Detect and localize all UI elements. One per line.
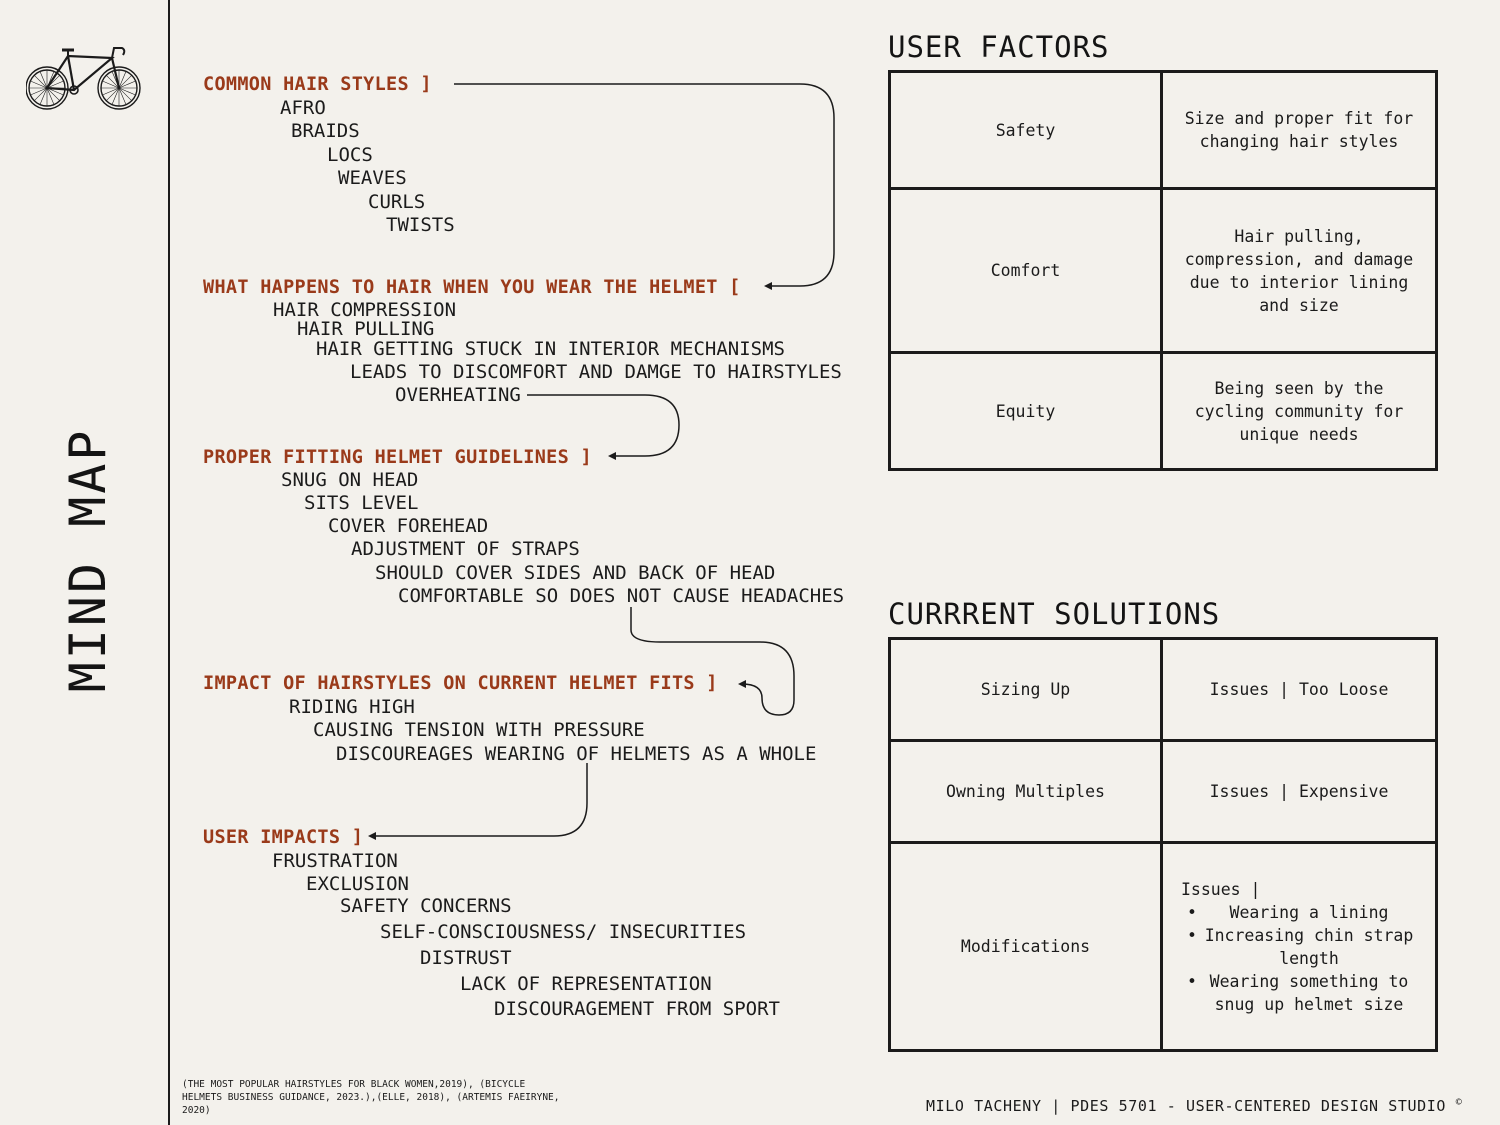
arrowhead-icon [764,282,772,290]
user-factors-title: USER FACTORS [888,30,1110,64]
mindmap-heading-hair-effects: WHAT HAPPENS TO HAIR WHEN YOU WEAR THE H… [203,277,741,298]
solution-cell: Sizing Up [888,637,1163,742]
list-item: OVERHEATING [395,384,521,406]
factor-cell: Equity [888,351,1163,471]
page-title: MIND MAP [59,427,117,693]
sidebar: MIND MAP [0,0,170,1125]
arrowhead-icon [608,452,616,460]
issue-cell: Issues | Expensive [1160,739,1438,844]
factor-cell: Comfort [888,187,1163,354]
user-factors-table: Safety Size and proper fit for changing … [888,70,1438,471]
list-item: DISTRUST [420,947,512,969]
list-item: CAUSING TENSION WITH PRESSURE [313,719,645,741]
issue-cell: Issues | Too Loose [1160,637,1438,742]
list-item: SITS LEVEL [304,492,419,514]
table-row: Comfort Hair pulling, compression, and d… [888,187,1438,354]
table-row: Equity Being seen by the cycling communi… [888,351,1438,471]
list-item: DISCOURAGEMENT FROM SPORT [494,998,780,1020]
solution-cell: Modifications [888,841,1163,1052]
list-item: BRAIDS [291,120,360,142]
list-item: SAFETY CONCERNS [340,895,512,917]
footer-credit: MILO TACHENY | PDES 5701 - USER-CENTERED… [926,1097,1462,1115]
list-item: SHOULD COVER SIDES AND BACK OF HEAD [375,562,776,584]
arrowhead-icon [738,680,746,688]
list-item: LOCS [327,144,373,166]
copyright-icon: © [1455,1097,1463,1108]
table-row: Safety Size and proper fit for changing … [888,70,1438,190]
mindmap-heading-impact-on-fits: IMPACT OF HAIRSTYLES ON CURRENT HELMET F… [203,673,718,694]
list-item: RIDING HIGH [289,696,415,718]
table-row: Sizing Up Issues | Too Loose [888,637,1438,742]
list-item: SELF-CONSCIOUSNESS/ INSECURITIES [380,921,747,943]
mindmap-heading-fitting-guidelines: PROPER FITTING HELMET GUIDELINES ] [203,447,592,468]
issue-cell: Issues | Wearing a lining Increasing chi… [1160,841,1438,1052]
list-item: TWISTS [386,214,455,236]
footer-citation: (THE MOST POPULAR HAIRSTYLES FOR BLACK W… [182,1079,560,1116]
list-item: SNUG ON HEAD [281,469,419,491]
list-item: HAIR PULLING [297,318,435,340]
table-row: Modifications Issues | Wearing a lining … [888,841,1438,1052]
issue-bullet-list: Wearing a lining Increasing chin strap l… [1181,901,1417,1016]
list-item: Wearing a lining [1187,901,1417,924]
mindmap-heading-user-impacts: USER IMPACTS ] [203,827,364,848]
list-item: COVER FOREHEAD [328,515,489,537]
list-item: HAIR COMPRESSION [273,299,457,321]
list-item: EXCLUSION [306,873,409,895]
list-item: FRUSTRATION [272,850,398,872]
current-solutions-table: Sizing Up Issues | Too Loose Owning Mult… [888,637,1438,1052]
list-item: ADJUSTMENT OF STRAPS [351,538,580,560]
list-item: HAIR GETTING STUCK IN INTERIOR MECHANISM… [316,338,785,360]
arrowhead-icon [368,832,376,840]
list-item: WEAVES [338,167,407,189]
list-item: CURLS [368,191,426,213]
list-item: LEADS TO DISCOMFORT AND DAMGE TO HAIRSTY… [350,361,842,383]
current-solutions-title: CURRRENT SOLUTIONS [888,597,1221,631]
connector-arrow [630,607,795,716]
factor-cell: Safety [888,70,1163,190]
list-item: DISCOUREAGES WEARING OF HELMETS AS A WHO… [336,743,817,765]
mindmap-heading-hair-styles: COMMON HAIR STYLES ] [203,74,432,95]
connector-arrow [454,83,835,287]
list-item: AFRO [280,97,326,119]
solution-cell: Owning Multiples [888,739,1163,844]
connector-arrow [372,763,588,837]
issue-label: Issues | [1181,879,1261,899]
table-row: Owning Multiples Issues | Expensive [888,739,1438,844]
factor-description-cell: Hair pulling, compression, and damage du… [1160,187,1438,354]
list-item: Wearing something to snug up helmet size [1187,970,1417,1016]
list-item: COMFORTABLE SO DOES NOT CAUSE HEADACHES [398,585,845,607]
list-item: Increasing chin strap length [1187,924,1417,970]
footer-credit-text: MILO TACHENY | PDES 5701 - USER-CENTERED… [926,1097,1447,1115]
bicycle-icon [26,47,141,110]
factor-description-cell: Size and proper fit for changing hair st… [1160,70,1438,190]
list-item: LACK OF REPRESENTATION [460,973,712,995]
factor-description-cell: Being seen by the cycling community for … [1160,351,1438,471]
